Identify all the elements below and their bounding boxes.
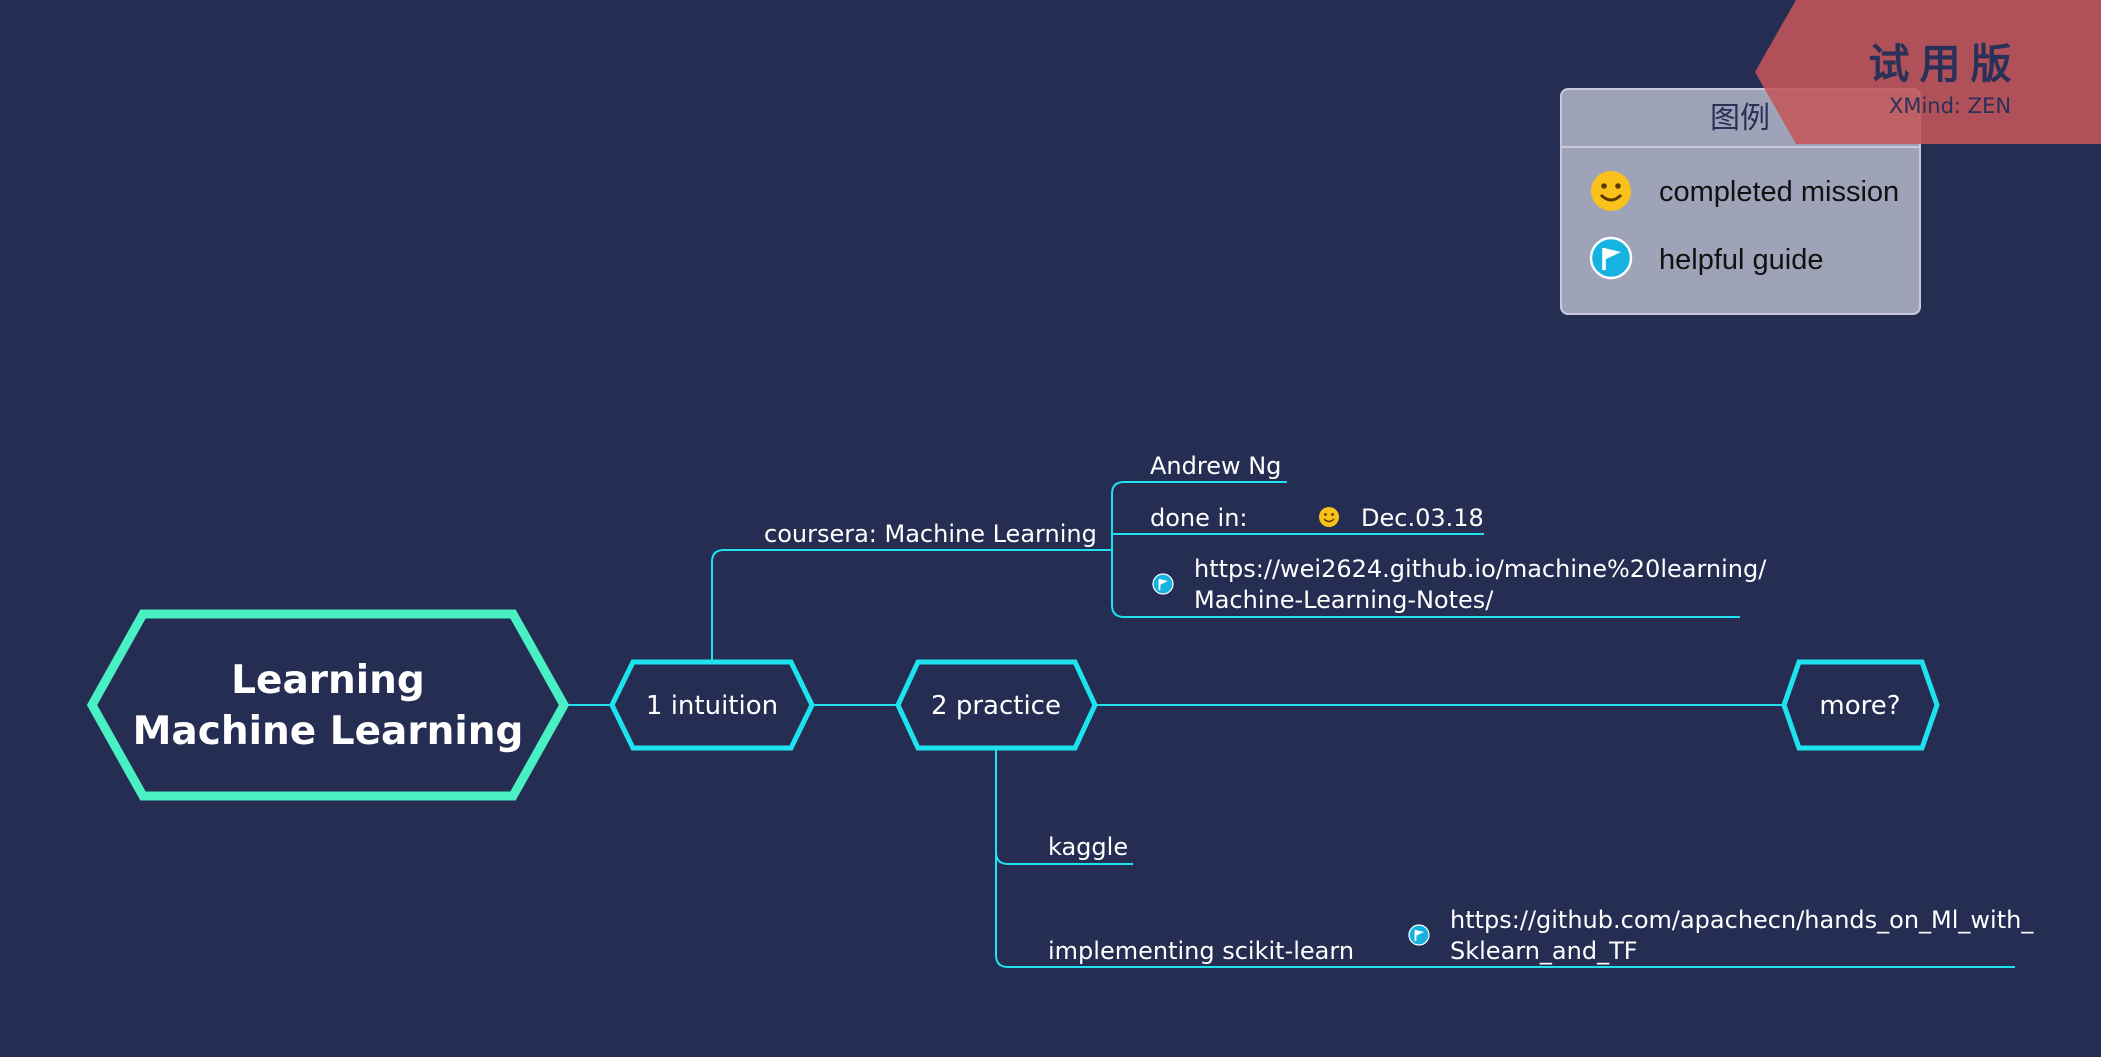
connector-intuition-course	[711, 549, 1112, 661]
legend-panel[interactable]: 图例 completed mission helpful guide	[1560, 88, 1921, 315]
watermark-banner	[1755, 0, 2101, 144]
done-label[interactable]: done in:	[1150, 504, 1248, 532]
guide-link-line2[interactable]: Machine-Learning-Notes/	[1194, 586, 1494, 614]
legend-item-completed: completed mission	[1659, 176, 1899, 208]
watermark-title: 试用版	[1869, 40, 2022, 88]
smiley-icon	[1318, 506, 1340, 528]
sklearn-label[interactable]: implementing scikit-learn	[1048, 937, 1354, 965]
practice-label: 2 practice	[931, 691, 1061, 721]
practice-hexagon	[895, 659, 1098, 751]
node-more[interactable]: more?	[1781, 659, 1940, 751]
course-label[interactable]: coursera: Machine Learning	[764, 520, 1097, 548]
watermark-subtitle: XMind: ZEN	[1889, 94, 2011, 118]
legend-title: 图例	[1710, 101, 1770, 136]
root-title-line1: Learning	[231, 658, 425, 703]
more-label: more?	[1819, 691, 1900, 721]
connector-practice-sklearn	[995, 852, 2015, 968]
root-hexagon	[86, 609, 570, 801]
smiley-icon	[1589, 169, 1633, 213]
connector-course-teacher	[1111, 481, 1287, 550]
sklearn-link-line1[interactable]: https://github.com/apachecn/hands_on_Ml_…	[1450, 906, 2034, 934]
done-date[interactable]: Dec.03.18	[1361, 504, 1484, 532]
legend-item-guide: helpful guide	[1659, 244, 1823, 276]
legend-background	[1560, 88, 1921, 315]
sklearn-link-line2[interactable]: Sklearn_and_TF	[1450, 937, 1638, 965]
guide-link-line1[interactable]: https://wei2624.github.io/machine%20lear…	[1194, 555, 1767, 583]
node-intuition[interactable]: 1 intuition	[609, 659, 815, 751]
intuition-label: 1 intuition	[646, 691, 778, 721]
root-node[interactable]: Learning Machine Learning	[86, 609, 570, 801]
connectors	[566, 481, 2015, 968]
intuition-branch: coursera: Machine Learning Andrew Ng don…	[764, 452, 1767, 614]
node-practice[interactable]: 2 practice	[895, 659, 1098, 751]
practice-branch: kaggle implementing scikit-learn https:/…	[1048, 833, 2034, 965]
trial-watermark: 试用版 XMind: ZEN	[1755, 0, 2101, 144]
connector-course-link	[1111, 550, 1740, 618]
flag-icon	[1152, 573, 1174, 595]
root-title-line2: Machine Learning	[133, 709, 524, 754]
intuition-hexagon	[609, 659, 815, 751]
flag-icon	[1589, 236, 1633, 280]
more-hexagon	[1781, 659, 1940, 751]
flag-icon	[1408, 924, 1430, 946]
teacher-label[interactable]: Andrew Ng	[1150, 452, 1281, 480]
kaggle-label[interactable]: kaggle	[1048, 833, 1128, 861]
